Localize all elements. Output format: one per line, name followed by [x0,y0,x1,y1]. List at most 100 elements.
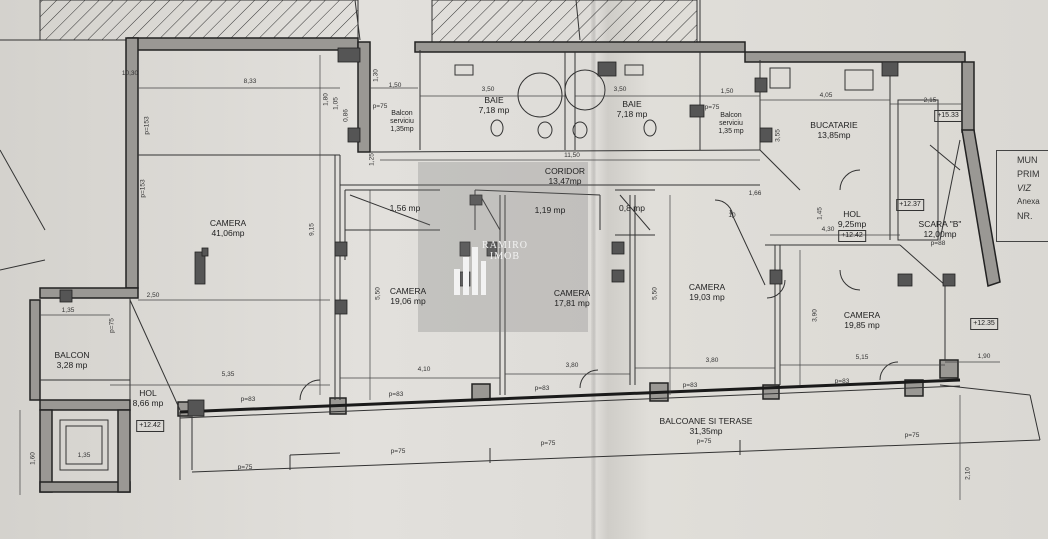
room-camera-4: CAMERA 19,03 mp [689,282,725,302]
room-name: BUCATARIE [810,120,858,130]
dim-350b: 3,50 [613,86,627,93]
room-area: 3,28 mp [56,360,88,370]
room-area: 1,35mp [390,126,414,133]
plan-lines [40,50,1041,480]
room-name: CAMERA [843,310,881,320]
dim-150b: 1,50 [720,88,734,95]
room-name: BAIE [484,95,504,105]
p-label-83d: p=83 [682,382,698,389]
room-name: CORIDOR [544,166,586,176]
dim-430: 4,30 [821,226,835,233]
dim-166: 1,66 [748,190,762,197]
dim-250: 2,50 [146,292,160,299]
dim-135b: 1,35 [77,452,91,459]
titleblock-line4: Anexa [1017,197,1040,206]
dim-535: 5,35 [221,371,235,378]
room-coridor: CORIDOR 13,47mp [545,166,585,186]
closet-1-area: 1,56 mp [389,203,421,213]
p-label-75f: p=75 [372,103,388,110]
p-label-83e: p=83 [834,378,850,385]
room-area: 13,85mp [817,130,851,140]
room-name: HOL [139,388,157,398]
room-name: BALCON [54,350,90,360]
room-area: 17,81 mp [554,298,590,308]
room-area: 9,25mp [837,219,867,229]
p-label-75g: p=75 [704,104,720,111]
room-camera-3: CAMERA 17,81 mp [554,288,590,308]
exterior-walls [29,37,1001,493]
p-label-75d: p=75 [696,438,712,445]
dim-215: 2,15 [923,97,937,104]
paper-fold [591,0,597,539]
room-balcon-left: BALCON 3,28 mp [55,350,90,370]
titleblock-line1: MUN [1017,155,1038,165]
watermark-line1: RAMIRO [481,240,529,251]
room-name: BAIE [622,99,642,109]
room-hol-left: HOL 8,66 mp [133,388,164,408]
title-block: MUN PRIM VIZ Anexa NR. [996,150,1048,242]
dim-550a: 5,50 [374,287,382,300]
room-bucatarie: BUCATARIE 13,85mp [810,120,857,140]
dim-190: 1,90 [977,353,991,360]
room-area: 19,03 mp [689,292,725,302]
room-camera-5: CAMERA 19,85 mp [844,310,880,330]
p-label-83a: p=83 [240,396,256,403]
room-balcon-serviciu-2: Balcon serviciu 1,35 mp [711,112,751,136]
room-name: HOL [843,209,861,219]
room-area: 13,47mp [548,176,582,186]
p-label-153a: p=153 [143,116,151,135]
titleblock-line2: PRIM [1017,169,1040,179]
room-area: 19,85 mp [844,320,880,330]
room-area: 19,06 mp [390,296,426,306]
titleblock-line3: VIZ [1017,183,1032,193]
room-name: CAMERA [688,282,726,292]
p-label-75a: p=75 [237,464,253,471]
dim-405: 4,05 [819,92,833,99]
dim-130: 1,30 [372,69,380,82]
room-camera-2: CAMERA 19,06 mp [390,286,426,306]
dim-145: 1,45 [816,207,824,220]
columns [59,47,956,417]
level-right: +12.35 [970,318,998,330]
p-label-75b: p=75 [390,448,406,455]
dim-515: 5,15 [855,354,869,361]
watermark-text: RAMIRO IMOB [482,240,528,262]
room-hol-right: HOL 9,25mp [838,209,866,229]
dim-380b: 3,80 [705,357,719,364]
room-area: 7,18 mp [616,109,648,119]
level-stair: +12.37 [896,199,924,211]
room-camera-big: CAMERA 41,06mp [210,218,246,238]
titleblock-line5: NR. [1017,211,1033,221]
room-area: 12,00mp [923,229,957,239]
dimension-lines [19,55,1000,500]
p-label-83b: p=83 [388,391,404,398]
room-balcon-serviciu-1: Balcon serviciu 1,35mp [382,110,422,134]
dim-086: 0,86 [342,109,350,122]
neighbour-hatch-right [431,0,698,43]
dim-180: 1,80 [322,93,330,106]
room-name: CAMERA [553,288,591,298]
room-scara: SCARA "B" 12,00mp [919,219,962,239]
dim-915: 9,15 [308,223,316,236]
room-name: BALCOANE SI TERASE [659,416,753,426]
watermark-building-icon [454,247,486,295]
dim-355: 3,55 [774,129,782,142]
room-name: CAMERA [209,218,247,228]
p-label-83c: p=83 [534,385,550,392]
room-name: SCARA "B" [918,219,962,229]
dim-833: 8,33 [243,78,257,85]
neighbour-hatch-left [39,0,359,41]
p-label-88: p=88 [930,240,946,247]
watermark-overlay [418,162,588,332]
room-name: Balcon serviciu [390,110,414,125]
dim-105: 1,05 [332,97,340,110]
dim-1150: 11,50 [564,152,580,159]
dim-010: 10 [728,212,736,219]
room-area: 8,66 mp [132,398,164,408]
p-label-75h: p=75 [108,318,116,333]
room-baie-2: BAIE 7,18 mp [617,99,648,119]
room-name: CAMERA [389,286,427,296]
dim-1030: 10,30 [121,70,139,77]
dim-390: 3,90 [811,309,819,322]
dim-150a: 1,50 [388,82,402,89]
